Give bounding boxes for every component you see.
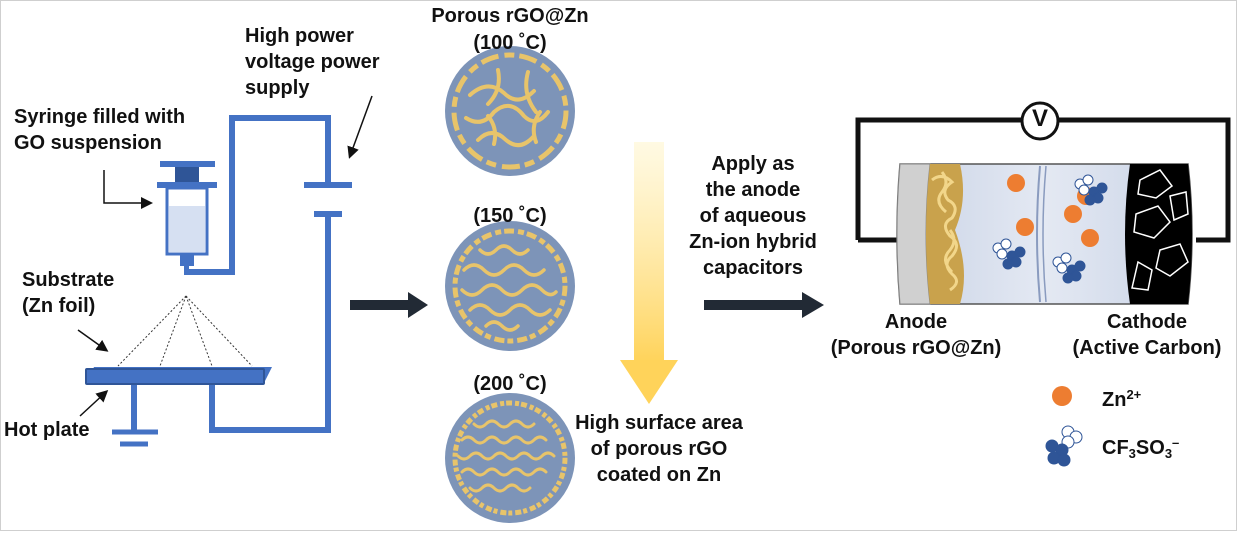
rgo-layer [926, 164, 964, 304]
plunger-stem [175, 167, 199, 182]
hot-plate [85, 367, 272, 385]
hotplate-pointer [79, 389, 109, 417]
porous-title: Porous rGO@Zn [431, 5, 589, 27]
application-note-line4: Zn-ion hybrid [689, 231, 817, 253]
process-arrow-2 [704, 292, 824, 318]
sample-disc-150 [445, 221, 575, 351]
legend-zn-symbol [1052, 386, 1072, 406]
sample-disc-100 [445, 46, 575, 176]
temp-label-200: (200 ˚C) [473, 373, 547, 395]
anode-label-line1: Anode [884, 311, 948, 333]
spray-cone [117, 295, 253, 367]
application-note-line2: the anode [705, 179, 801, 201]
carbon-particles [1131, 169, 1189, 291]
surface-area-trend-arrow [620, 142, 678, 404]
separator [1036, 165, 1041, 303]
anion-clusters [992, 174, 1108, 284]
barrel-flange [157, 182, 217, 188]
wire-bottom [209, 216, 331, 433]
legend-anion-part1: CF [1102, 437, 1129, 459]
external-circuit [855, 117, 1231, 243]
voltmeter [1020, 101, 1060, 141]
legend-anion-sub2: 3 [1164, 446, 1173, 461]
legend-zn-label: Zn2+ [1102, 382, 1141, 413]
legend-zn-base: Zn [1102, 389, 1127, 411]
application-note-line5: capacitors [702, 257, 804, 279]
power-supply-label-line3: supply [245, 77, 310, 99]
syringe-pointer [103, 170, 153, 209]
process-arrow-1 [350, 292, 428, 318]
substrate-pointer [77, 329, 109, 352]
legend-zn-charge: 2+ [1126, 387, 1142, 402]
hybrid-capacitor-device [855, 101, 1231, 305]
hotplate-label: Hot plate [4, 419, 90, 441]
application-note-line3: of aqueous [699, 205, 807, 227]
trend-note-line2: of porous rGO [590, 438, 728, 460]
syringe [157, 161, 217, 274]
syringe-tip [180, 254, 194, 266]
legend-anion-sub1: 3 [1128, 446, 1136, 461]
power-supply-label-line2: voltage power [245, 51, 380, 73]
legend-anion-symbol [1045, 425, 1083, 467]
substrate-label-line1: Substrate [22, 269, 115, 291]
temp-label-100: (100 ˚C) [473, 32, 547, 54]
power-supply-label-line1: High power [245, 25, 354, 47]
syringe-label-line1: Syringe filled with [14, 106, 186, 128]
syringe-label-line2: GO suspension [14, 132, 162, 154]
legend-anion-label: CF3SO3– [1102, 430, 1179, 466]
anode-label-line2: (Porous rGO@Zn) [830, 337, 1002, 359]
temp-label-150: (150 ˚C) [473, 205, 547, 227]
cathode-label-line2: (Active Carbon) [1072, 337, 1222, 359]
application-note-line1: Apply as [711, 153, 795, 175]
syringe-needle [184, 266, 189, 274]
trend-note-line1: High surface area [575, 412, 743, 434]
legend-anion-charge: – [1172, 435, 1180, 450]
voltmeter-symbol: V [1031, 105, 1048, 132]
plunger-top [160, 161, 215, 167]
electrospray-setup [112, 115, 352, 447]
power-pointer [347, 95, 373, 159]
legend-anion-part2: SO [1135, 437, 1165, 459]
substrate-label-line2: (Zn foil) [22, 295, 96, 317]
cathode-label-line1: Cathode [1107, 311, 1187, 333]
wire-top [184, 115, 331, 275]
pointer-arrows [77, 95, 373, 417]
sample-disc-200 [445, 393, 575, 523]
trend-note-line3: coated on Zn [596, 464, 722, 486]
go-suspension [169, 206, 205, 252]
